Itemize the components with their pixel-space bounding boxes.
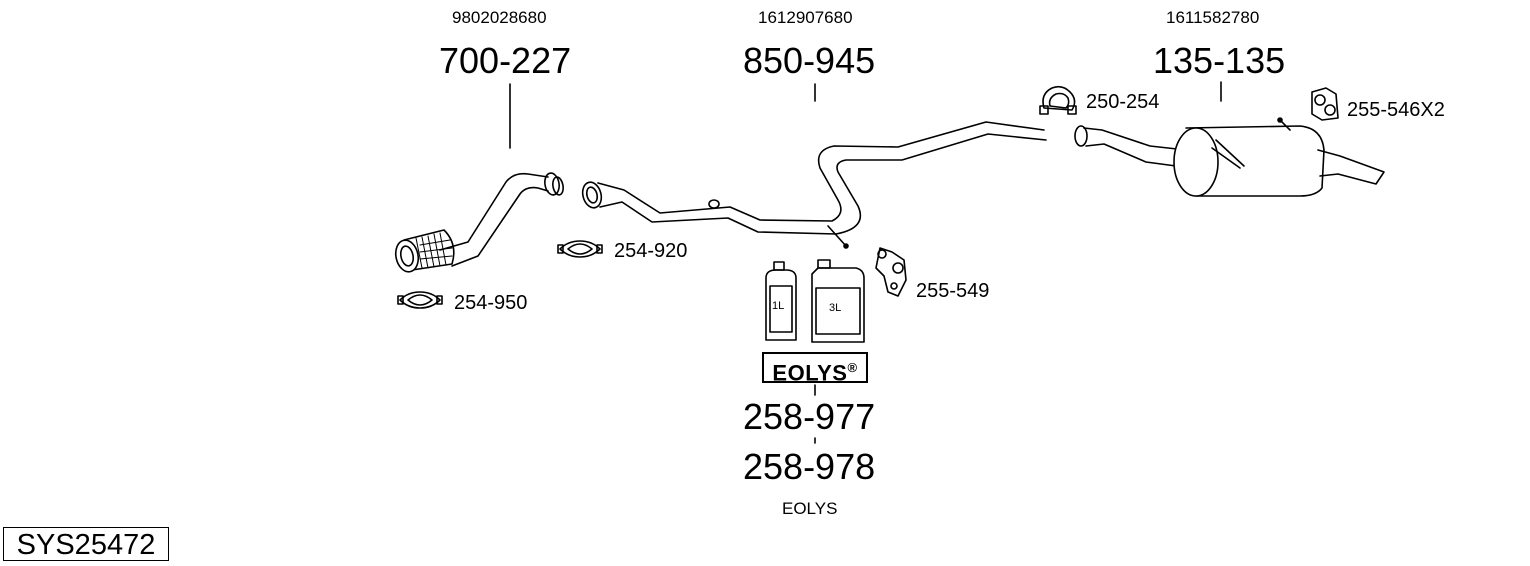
part-number-middle-pipe[interactable]: 850-945	[743, 40, 876, 81]
rear-silencer-135-135	[1074, 117, 1385, 197]
eolys-logo: EOLYS®	[762, 352, 868, 386]
front-pipe-700-227	[394, 172, 564, 273]
bottle-1l-label: 1L	[772, 300, 785, 312]
clamp-254-950-label[interactable]: 254-950	[454, 292, 528, 314]
oem-number-front-pipe: 9802028680	[452, 8, 547, 27]
bracket-255-549-shape	[875, 247, 907, 297]
clamp-250-254-shape	[1039, 85, 1077, 115]
bottle-3l-label: 3L	[829, 302, 842, 314]
oem-number-middle-pipe: 1612907680	[758, 8, 853, 27]
additive-caption: EOLYS	[782, 499, 838, 518]
clamp-250-254-label[interactable]: 250-254	[1086, 91, 1160, 113]
rubber-mount-label[interactable]: 255-546X2	[1347, 99, 1445, 121]
part-number-additive-b[interactable]: 258-978	[743, 446, 876, 487]
oem-number-rear-silencer: 1611582780	[1166, 8, 1260, 27]
additive-bottle-3l-shape	[811, 259, 865, 343]
bracket-255-549-label[interactable]: 255-549	[916, 280, 990, 302]
clamp-254-950-shape	[397, 291, 443, 309]
part-number-front-pipe[interactable]: 700-227	[439, 40, 572, 81]
eolys-logo-text: EOLYS	[772, 360, 848, 386]
part-number-additive-a[interactable]: 258-977	[743, 396, 876, 437]
eolys-logo-mark: ®	[847, 360, 858, 375]
middle-pipe-850-945	[581, 121, 1047, 249]
clamp-254-920-shape	[557, 240, 603, 258]
additive-bottle-1l-shape	[765, 261, 797, 341]
rubber-mount-255-546-shape	[1311, 87, 1339, 121]
clamp-254-920-label[interactable]: 254-920	[614, 240, 688, 262]
part-number-rear-silencer[interactable]: 135-135	[1153, 40, 1286, 81]
system-code-box: SYS25472	[3, 527, 169, 561]
